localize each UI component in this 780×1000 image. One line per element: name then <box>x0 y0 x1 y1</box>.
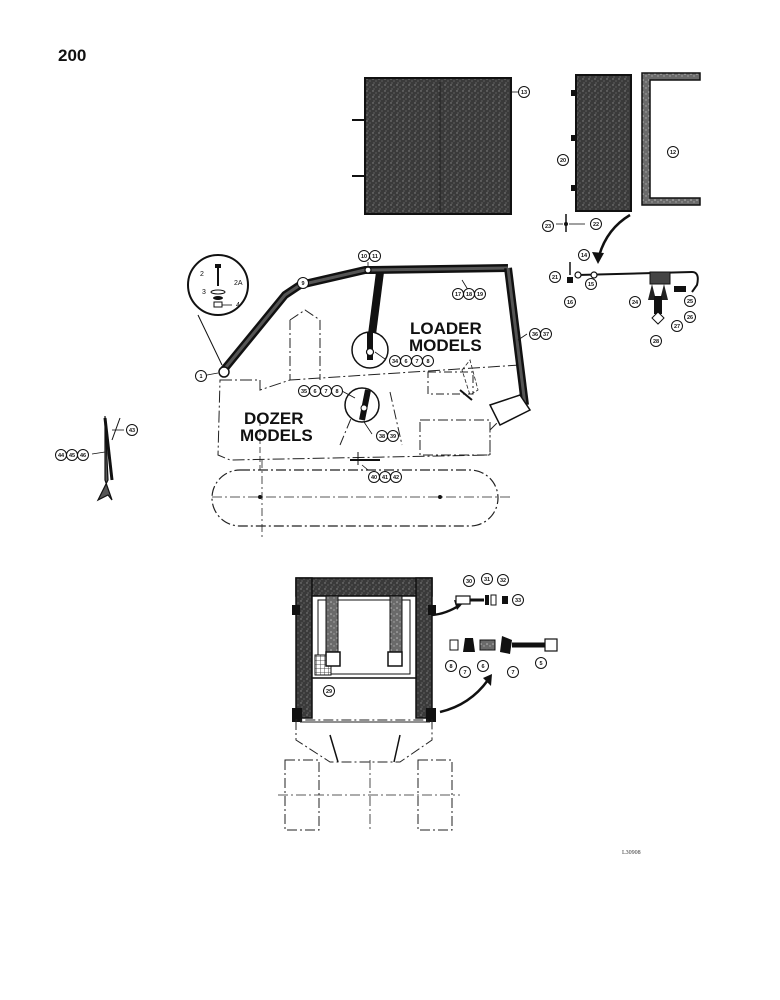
callout-group: 13 12 20 22 23 14 21 15 16 25 24 26 27 2… <box>55 86 696 697</box>
callout-13: 13 <box>521 90 527 96</box>
callout-16: 16 <box>567 300 573 306</box>
arrow-lower-hardware <box>439 679 490 714</box>
callout-2a: 2A <box>234 280 243 287</box>
dozer-models-label-line2: MODELS <box>240 426 313 445</box>
callout-37: 37 <box>543 332 549 338</box>
callout-17: 17 <box>455 292 461 298</box>
callout-4: 4 <box>236 302 240 309</box>
callout-6b: 6 <box>313 389 316 395</box>
arrow-head <box>592 252 604 264</box>
callout-7: 7 <box>415 359 418 365</box>
callout-44: 44 <box>58 453 65 459</box>
bolt-detail-circle <box>187 254 249 366</box>
callout-35: 35 <box>301 389 307 395</box>
callout-46: 46 <box>80 453 86 459</box>
canopy-side-panel <box>571 74 632 212</box>
upper-hardware-set <box>455 594 508 606</box>
rear-view-frame <box>278 577 460 831</box>
dozer-models-label-line1: DOZER <box>244 409 304 428</box>
pin-22-23 <box>556 214 585 232</box>
callout-14: 14 <box>581 253 588 259</box>
callout-20: 20 <box>560 158 566 164</box>
callout-29: 29 <box>326 689 332 695</box>
callout-43: 43 <box>129 428 135 434</box>
callout-7d: 7 <box>511 670 514 676</box>
callout-34: 34 <box>392 359 399 365</box>
page-number: 200 <box>58 46 87 65</box>
callout-25: 25 <box>687 299 693 305</box>
callout-30: 30 <box>466 579 472 585</box>
callout-32: 32 <box>500 578 506 584</box>
callout-15: 15 <box>588 282 594 288</box>
callout-41: 41 <box>382 475 388 481</box>
callout-18: 18 <box>466 292 472 298</box>
callout-22: 22 <box>593 222 599 228</box>
callout-12: 12 <box>670 150 676 156</box>
callout-8b: 8 <box>335 389 338 395</box>
latch-rod-assembly <box>567 262 699 325</box>
callout-1: 1 <box>199 374 202 380</box>
callout-33: 33 <box>515 598 521 604</box>
callout-7b: 7 <box>324 389 327 395</box>
callout-24: 24 <box>632 300 639 306</box>
callout-21: 21 <box>552 275 558 281</box>
support-strap-43 <box>91 415 124 502</box>
loader-detail-circle <box>351 331 389 369</box>
callout-42: 42 <box>393 475 399 481</box>
lower-hardware-set <box>449 636 558 654</box>
callout-23: 23 <box>545 224 551 230</box>
callout-31: 31 <box>484 577 490 583</box>
callout-9: 9 <box>301 281 304 287</box>
callout-27: 27 <box>674 324 680 330</box>
callout-8c: 8 <box>449 664 452 670</box>
canopy-side-frame <box>641 72 701 206</box>
figure-reference: L30908 <box>622 850 641 856</box>
callout-8: 8 <box>426 359 429 365</box>
callout-7c: 7 <box>463 670 466 676</box>
canopy-roof-panel <box>352 77 519 215</box>
callout-39: 39 <box>390 434 396 440</box>
callout-2: 2 <box>200 271 204 278</box>
callout-36: 36 <box>532 332 538 338</box>
callout-6: 6 <box>404 359 407 365</box>
loader-models-label-line2: MODELS <box>409 336 482 355</box>
callout-28: 28 <box>653 339 659 345</box>
callout-3: 3 <box>202 289 206 296</box>
callout-26: 26 <box>687 315 693 321</box>
loader-models-label-line1: LOADER <box>410 319 482 338</box>
arrow-upper-hardware <box>431 603 461 617</box>
arrow-lower-head <box>483 674 492 686</box>
callout-5: 5 <box>539 661 542 667</box>
rops-canopy-frame <box>218 264 532 427</box>
callout-6c: 6 <box>481 664 484 670</box>
callout-19: 19 <box>477 292 483 298</box>
callout-40: 40 <box>371 475 377 481</box>
callout-10: 10 <box>361 254 367 260</box>
dozer-detail-circle <box>344 387 380 423</box>
callout-45: 45 <box>69 453 75 459</box>
callout-38: 38 <box>379 434 385 440</box>
callout-11: 11 <box>372 254 378 260</box>
